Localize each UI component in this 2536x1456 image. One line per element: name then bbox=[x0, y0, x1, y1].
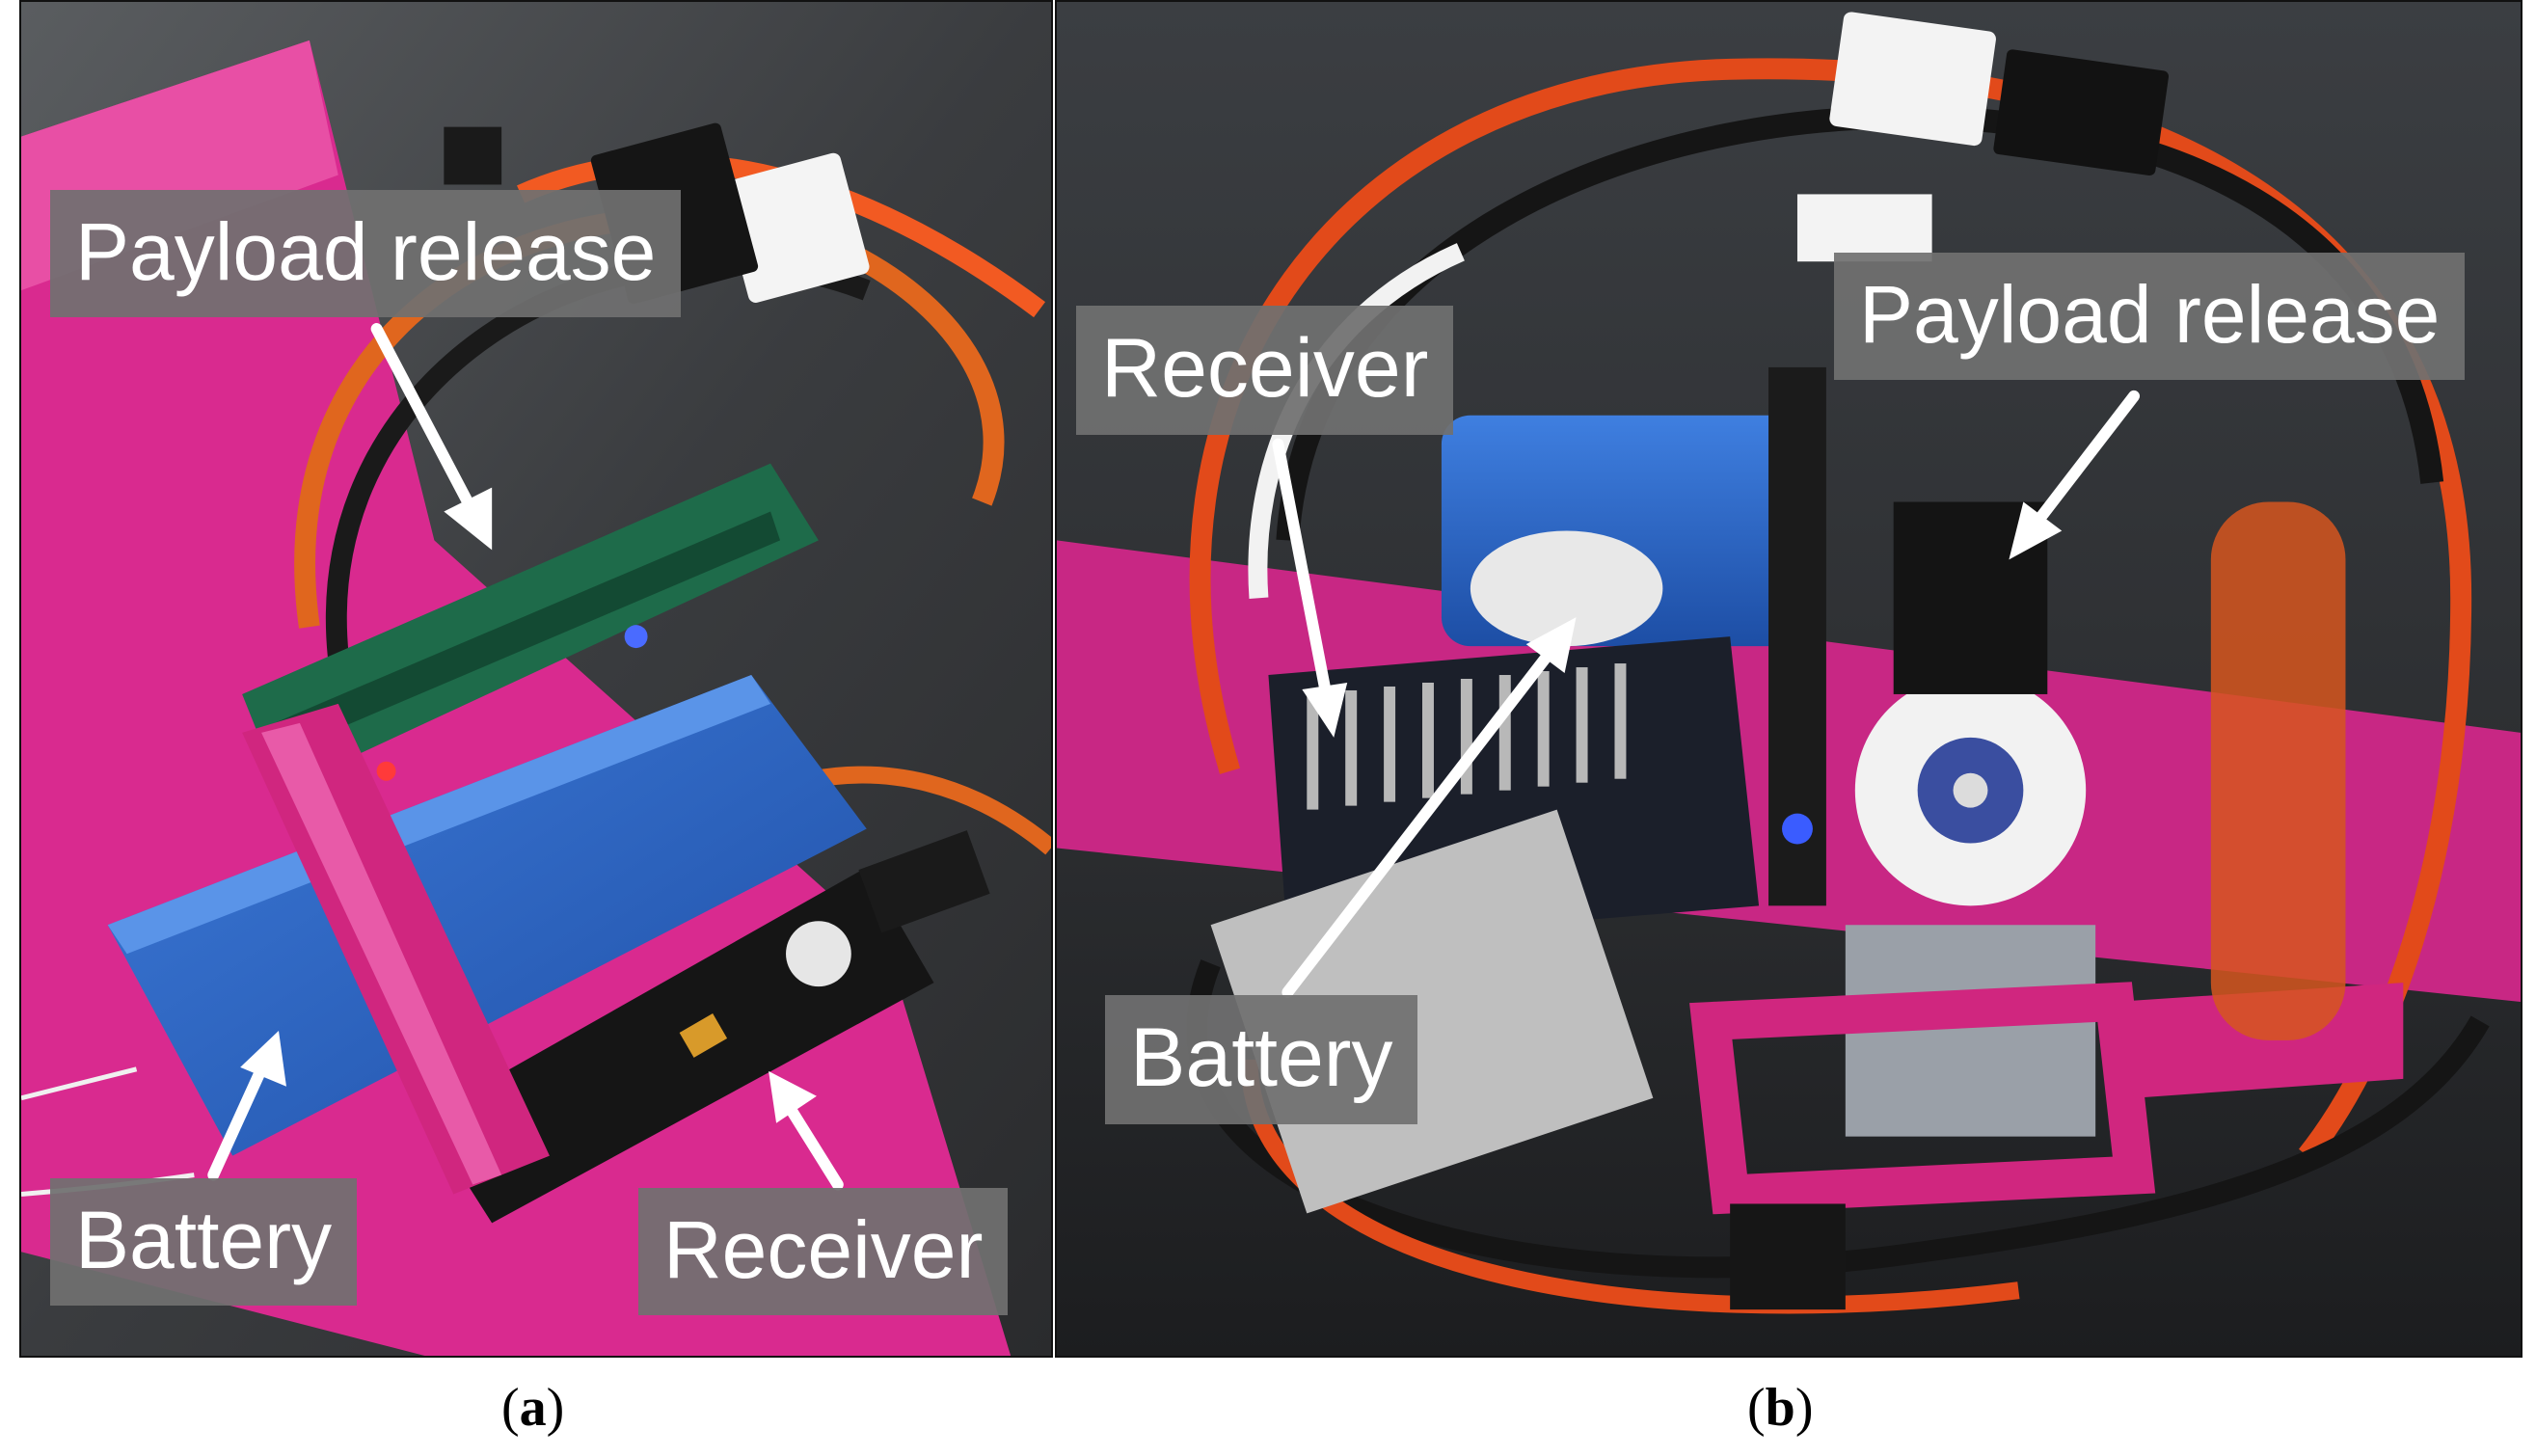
receiver-chip bbox=[679, 1013, 728, 1058]
battery-edge bbox=[107, 675, 771, 955]
black-connector-b bbox=[1993, 49, 2170, 176]
callout-receiver-b: Receiver bbox=[1076, 306, 1454, 435]
arrow-battery-a bbox=[207, 1030, 286, 1181]
header-pin-row bbox=[1307, 663, 1627, 810]
callout-payload-release-b: Payload release bbox=[1834, 253, 2466, 380]
photo-panel-a: Payload release Battery Receiver bbox=[19, 0, 1053, 1358]
orange-wire-lower bbox=[1240, 1059, 2020, 1314]
callout-battery-a: Battery bbox=[50, 1178, 358, 1306]
pink-strap-highlight bbox=[261, 722, 502, 1185]
panel-label-b-close: ) bbox=[1794, 1378, 1814, 1438]
receiver-button bbox=[786, 921, 851, 987]
panel-label-a: (a) bbox=[501, 1377, 564, 1439]
arrow-payload-release-b bbox=[2009, 390, 2141, 560]
red-led bbox=[376, 761, 396, 781]
blue-led-b bbox=[1782, 813, 1813, 845]
panel-label-a-close: ) bbox=[546, 1378, 565, 1438]
photo-b-drawing bbox=[1057, 2, 2521, 1356]
bottom-connector-b bbox=[1730, 1203, 1846, 1310]
blue-led bbox=[624, 625, 648, 649]
arrow-payload-release-a bbox=[370, 323, 493, 551]
green-pcb-shade bbox=[252, 511, 781, 762]
callout-battery-b: Battery bbox=[1105, 995, 1418, 1124]
label-tag-o bbox=[1796, 194, 1932, 262]
panel-label-b-open: ( bbox=[1747, 1378, 1766, 1438]
arrow-receiver-b bbox=[1272, 438, 1348, 738]
panel-label-a-open: ( bbox=[501, 1378, 520, 1438]
battery-foam bbox=[1470, 530, 1663, 647]
callout-receiver-a: Receiver bbox=[638, 1188, 1009, 1315]
panel-label-b-letter: b bbox=[1765, 1378, 1795, 1438]
antenna-wire bbox=[21, 1066, 138, 1101]
arrow-receiver-a bbox=[769, 1070, 844, 1191]
photo-panel-b: Receiver Payload release Battery bbox=[1055, 0, 2523, 1358]
white-connector-b bbox=[1829, 12, 1996, 147]
header-pins bbox=[858, 830, 990, 933]
wire-bundle-right bbox=[2210, 501, 2346, 1040]
battery-pack bbox=[107, 675, 867, 1156]
panel-label-b: (b) bbox=[1747, 1377, 1813, 1439]
gear-axle bbox=[1953, 772, 1988, 808]
panel-label-a-letter: a bbox=[519, 1378, 547, 1438]
arrow-battery-b bbox=[1281, 617, 1577, 999]
pink-cradle bbox=[1689, 982, 2156, 1215]
small-connector bbox=[444, 126, 502, 185]
callout-payload-release-a: Payload release bbox=[50, 190, 682, 317]
